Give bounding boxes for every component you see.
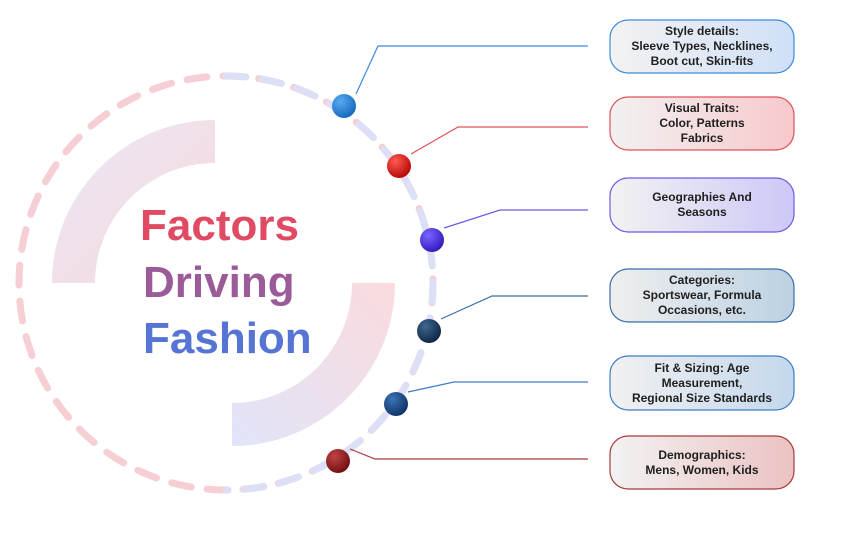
factor-dot-2 [387,154,411,178]
factor-box-1-line-2: Sleeve Types, Necklines, [631,39,773,53]
title-line-driving: Driving [143,258,295,307]
factor-box-3-line-1: Geographies And [652,190,752,204]
factor-box-6-line-2: Mens, Women, Kids [645,462,759,477]
factor-box-6-line-1: Demographics: [658,447,746,462]
factor-box-2-line-1: Visual Traits: [664,101,740,115]
connector-line-5 [407,381,588,393]
factor-box-bg-4 [609,268,795,323]
inner-arc-upper [52,120,215,283]
factor-box-4-line-1: Categories: [668,273,736,287]
factor-box-1-line-3: Boot cut, Skin-fits [650,54,754,68]
factor-box-bg-2 [609,96,795,151]
connector-line-2 [410,126,588,155]
factor-box-5-line-1: Fit & Sizing: Age [654,360,750,375]
factor-dot-3 [420,228,444,252]
factor-box-bg-6 [609,435,795,490]
dashed-ring-right [222,72,437,494]
title-line-factors: Factors [140,201,299,250]
connector-line-3 [443,209,588,229]
factor-box-bg-3 [609,177,795,233]
factor-box-1: Style details:Sleeve Types, Necklines,Bo… [610,20,794,73]
factor-box-2-line-2: Color, Patterns [659,116,745,130]
factor-dot-5 [384,392,408,416]
factor-box-bg-1 [609,19,795,74]
connector-line-1 [355,45,588,95]
factor-box-4-line-2: Sportswear, Formula [642,288,762,302]
title-line-fashion: Fashion [143,314,312,363]
factor-box-4-line-3: Occasions, etc. [657,303,747,317]
factor-box-5-line-3: Regional Size Standards [631,390,773,405]
factor-dot-1 [332,94,356,118]
factor-box-3-line-2: Seasons [677,205,727,219]
inner-arc-lower [232,283,395,446]
factor-box-6: Demographics:Mens, Women, Kids [610,436,794,489]
connector-line-4 [440,295,588,320]
connector-line-6 [349,448,588,460]
factor-box-2-line-3: Fabrics [680,131,724,145]
factor-dot-6 [326,449,350,473]
factor-dot-4 [417,319,441,343]
factor-box-1-line-1: Style details: [664,24,740,38]
factor-box-bg-5 [609,355,795,411]
factor-box-5-line-2: Measurement, [661,375,743,390]
